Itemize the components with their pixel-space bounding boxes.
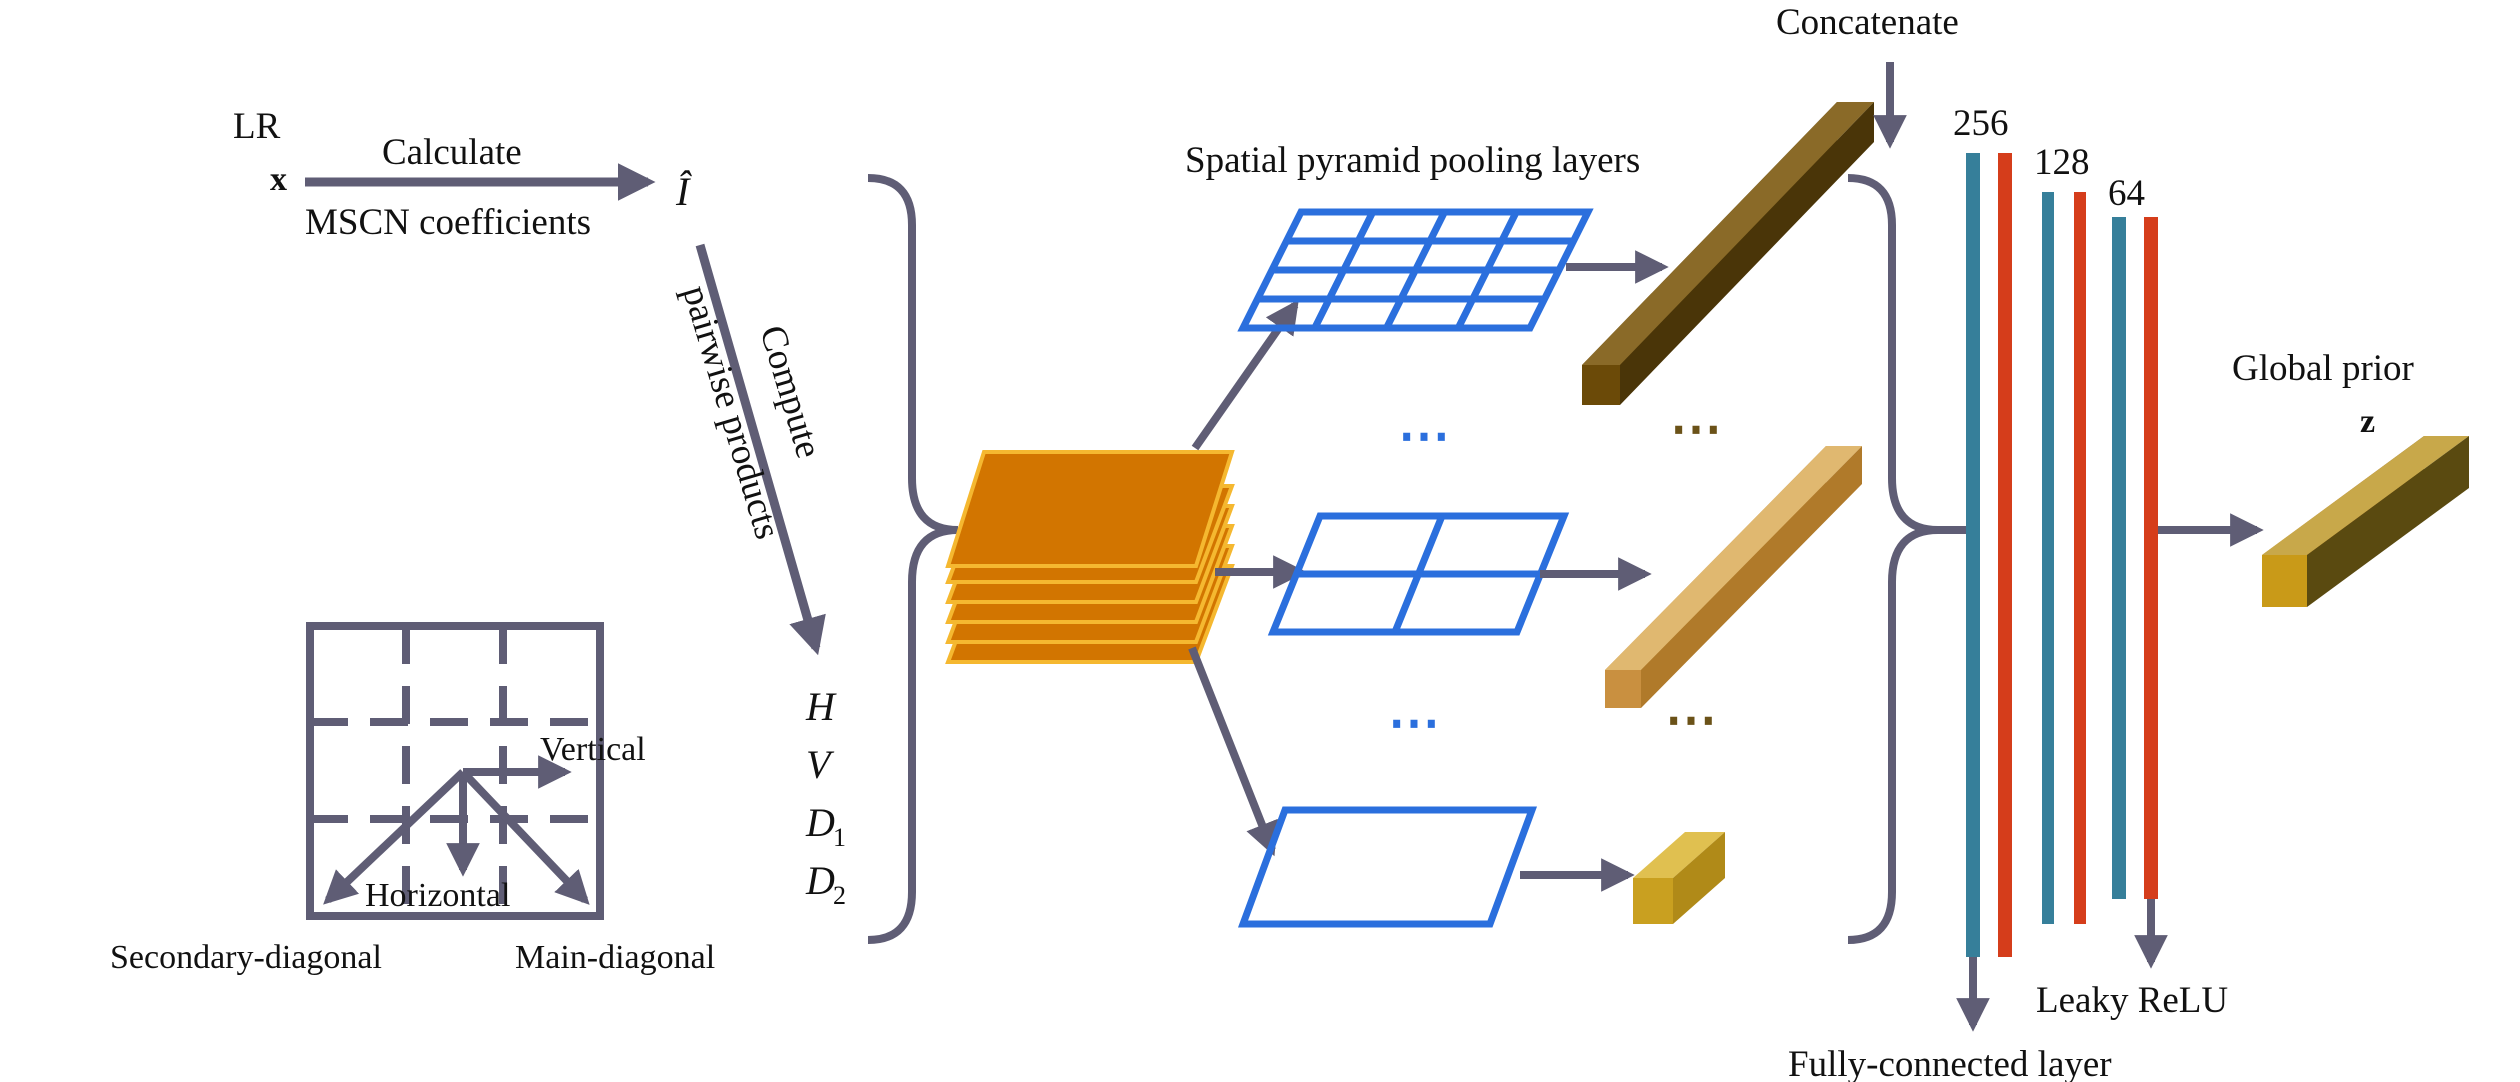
z-label: z: [2360, 403, 2375, 440]
svg-text:2: 2: [833, 881, 846, 910]
pooled-bar-large: [1582, 102, 1874, 405]
fc-layer-label: Fully-connected layer: [1788, 1044, 2112, 1082]
secondary-diagonal-label: Secondary-diagonal: [110, 939, 382, 976]
fc-256-layer: [1966, 153, 1980, 957]
pooling-grid-1x1: [1237, 806, 1538, 928]
lr-label: LR: [233, 106, 281, 147]
i-hat-label: Î: [675, 169, 692, 214]
mscn-label: MSCN coefficients: [305, 202, 591, 243]
leaky-relu-64: [2144, 217, 2158, 899]
fc-256-label: 256: [1953, 103, 2009, 144]
compute-arrow: [695, 243, 826, 656]
pooling-grid-2x2: [1267, 512, 1570, 636]
feature-map-stack: [945, 450, 1235, 664]
global-prior-bar: [2262, 436, 2469, 607]
vertical-label: Vertical: [540, 731, 646, 768]
fc-128-label: 128: [2034, 142, 2090, 183]
bar-ellipsis-bottom: ⋯: [1665, 692, 1717, 749]
h-label: H: [805, 684, 837, 729]
svg-text:D: D: [805, 800, 835, 845]
leaky-relu-128: [2074, 192, 2086, 924]
grid-ellipsis-bottom: ⋯: [1388, 695, 1440, 752]
main-diagonal-label: Main-diagonal: [515, 939, 715, 976]
calculate-label: Calculate: [382, 132, 522, 173]
compute-label: Compute: [751, 321, 829, 463]
left-brace: [867, 174, 959, 944]
grid-ellipsis-top: ⋯: [1398, 408, 1450, 465]
fc-128-layer: [2042, 192, 2054, 924]
horizontal-label: Horizontal: [365, 877, 510, 914]
pairwise-label: pairwise products: [674, 281, 788, 544]
fc-64-label: 64: [2108, 173, 2145, 214]
x-label: x: [270, 161, 287, 198]
d1-label: D 1: [805, 800, 846, 852]
arrow-to-grid-bottom: [1188, 646, 1278, 857]
svg-text:D: D: [805, 858, 835, 903]
pooled-cube-small: [1633, 832, 1725, 924]
pooled-bar-medium: [1605, 446, 1862, 708]
spp-label: Spatial pyramid pooling layers: [1185, 140, 1640, 181]
fc-64-layer: [2112, 217, 2126, 899]
d2-label: D 2: [805, 858, 846, 910]
direction-arrows: [323, 755, 590, 905]
v-label: V: [806, 742, 835, 787]
bar-ellipsis-top: ⋯: [1670, 401, 1722, 458]
global-prior-label: Global prior: [2232, 348, 2414, 389]
leaky-relu-256: [1998, 153, 2012, 957]
right-brace: [1847, 174, 1939, 944]
svg-text:1: 1: [833, 823, 846, 852]
pooling-grid-4x4: [1237, 208, 1594, 332]
fc-layers: [1966, 153, 2158, 957]
leaky-relu-label: Leaky ReLU: [2036, 980, 2228, 1021]
concatenate-label: Concatenate: [1776, 2, 1959, 43]
